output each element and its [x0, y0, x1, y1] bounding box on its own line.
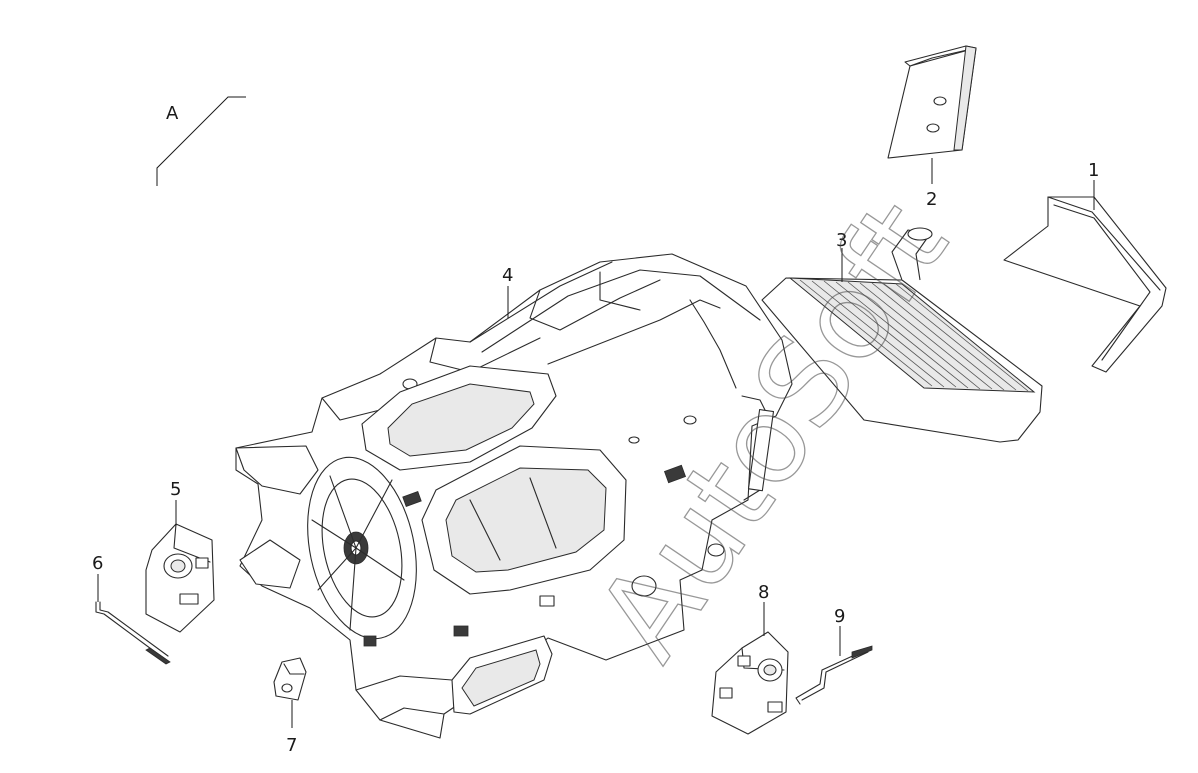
blower-fan [307, 456, 417, 640]
callout-label-6: 6 [92, 553, 103, 574]
part-3-heater-core: 3 [761, 227, 1043, 443]
heater-core-fins [799, 279, 1029, 392]
part-1-heater-cover: 1 [1003, 160, 1167, 373]
callout-label-3: 3 [836, 230, 847, 251]
part-6-rod: 6 [92, 553, 171, 665]
callout-label-4: 4 [502, 265, 513, 286]
section-marker-a: A [156, 96, 246, 186]
callout-label-a: A [166, 103, 179, 124]
callout-label-7: 7 [286, 735, 297, 756]
part-2-foam-pad: 2 [887, 45, 977, 210]
callout-label-5: 5 [170, 479, 181, 500]
part-8-actuator: 8 [711, 582, 789, 735]
part-5-actuator: 5 [145, 479, 215, 633]
callout-label-8: 8 [758, 582, 769, 603]
part-9-rod: 9 [795, 606, 873, 705]
callout-label-2: 2 [926, 189, 937, 210]
part-4-hvac-housing: 4 [235, 253, 793, 739]
callout-label-1: 1 [1088, 160, 1099, 181]
callout-label-9: 9 [834, 606, 845, 627]
part-7-bracket: 7 [273, 657, 307, 756]
